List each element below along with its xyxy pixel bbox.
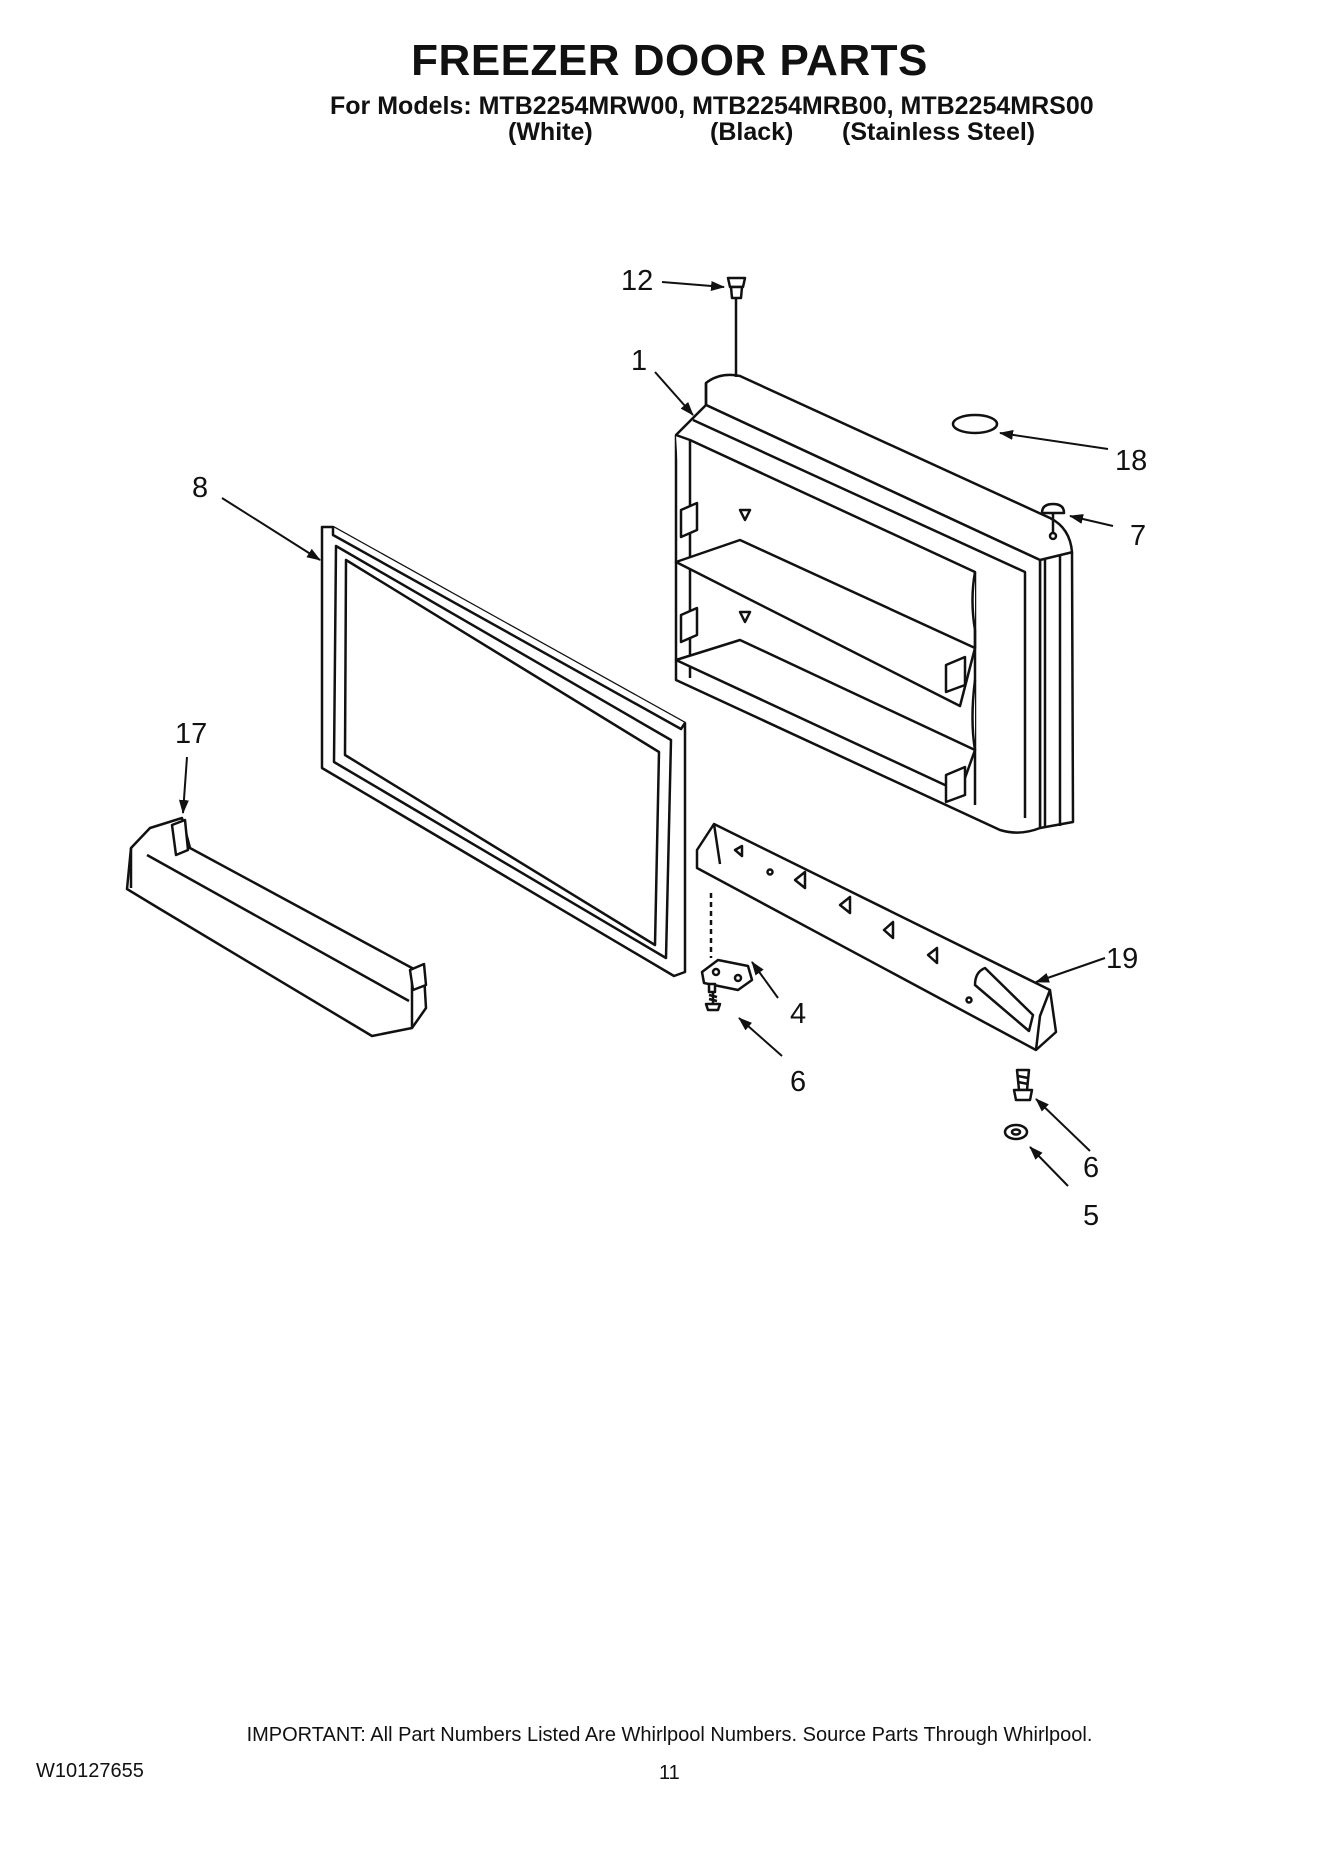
callout-17: 17 [175,718,207,750]
variant-black: (Black) [710,118,794,146]
callout-leaders [178,280,1114,1187]
models-line: For Models: MTB2254MRW00, MTB2254MRB00, … [330,92,1094,120]
handle-part-17 [125,816,428,1038]
page-number: 11 [659,1762,680,1784]
hinge-part-4 [700,958,754,992]
plug-part-18 [951,413,999,435]
page-title: FREEZER DOOR PARTS [411,36,928,85]
callout-19: 19 [1106,943,1138,975]
screw-part-6b [1012,1068,1034,1102]
important-note: IMPORTANT: All Part Numbers Listed Are W… [246,1724,1093,1746]
callout-8: 8 [192,472,208,504]
screw-part-6a [704,982,722,1012]
variant-stainless: (Stainless Steel) [842,118,1036,146]
callout-4: 4 [790,998,806,1030]
door-liner-part [674,373,1075,834]
hinge-bracket-part-19 [695,822,1058,1052]
callout-6a: 6 [790,1066,806,1098]
callout-12: 12 [621,265,653,297]
callout-18: 18 [1115,445,1147,477]
callout-7: 7 [1130,520,1146,552]
callout-1: 1 [631,345,647,377]
callout-5: 5 [1083,1200,1099,1232]
document-id: W10127655 [36,1760,144,1782]
nut-part-5 [1003,1123,1029,1141]
callout-6b: 6 [1083,1152,1099,1184]
variant-white: (White) [508,118,593,146]
cap-part-7 [1040,502,1066,515]
screw-part-12 [726,276,747,300]
door-gasket-part [320,525,687,978]
